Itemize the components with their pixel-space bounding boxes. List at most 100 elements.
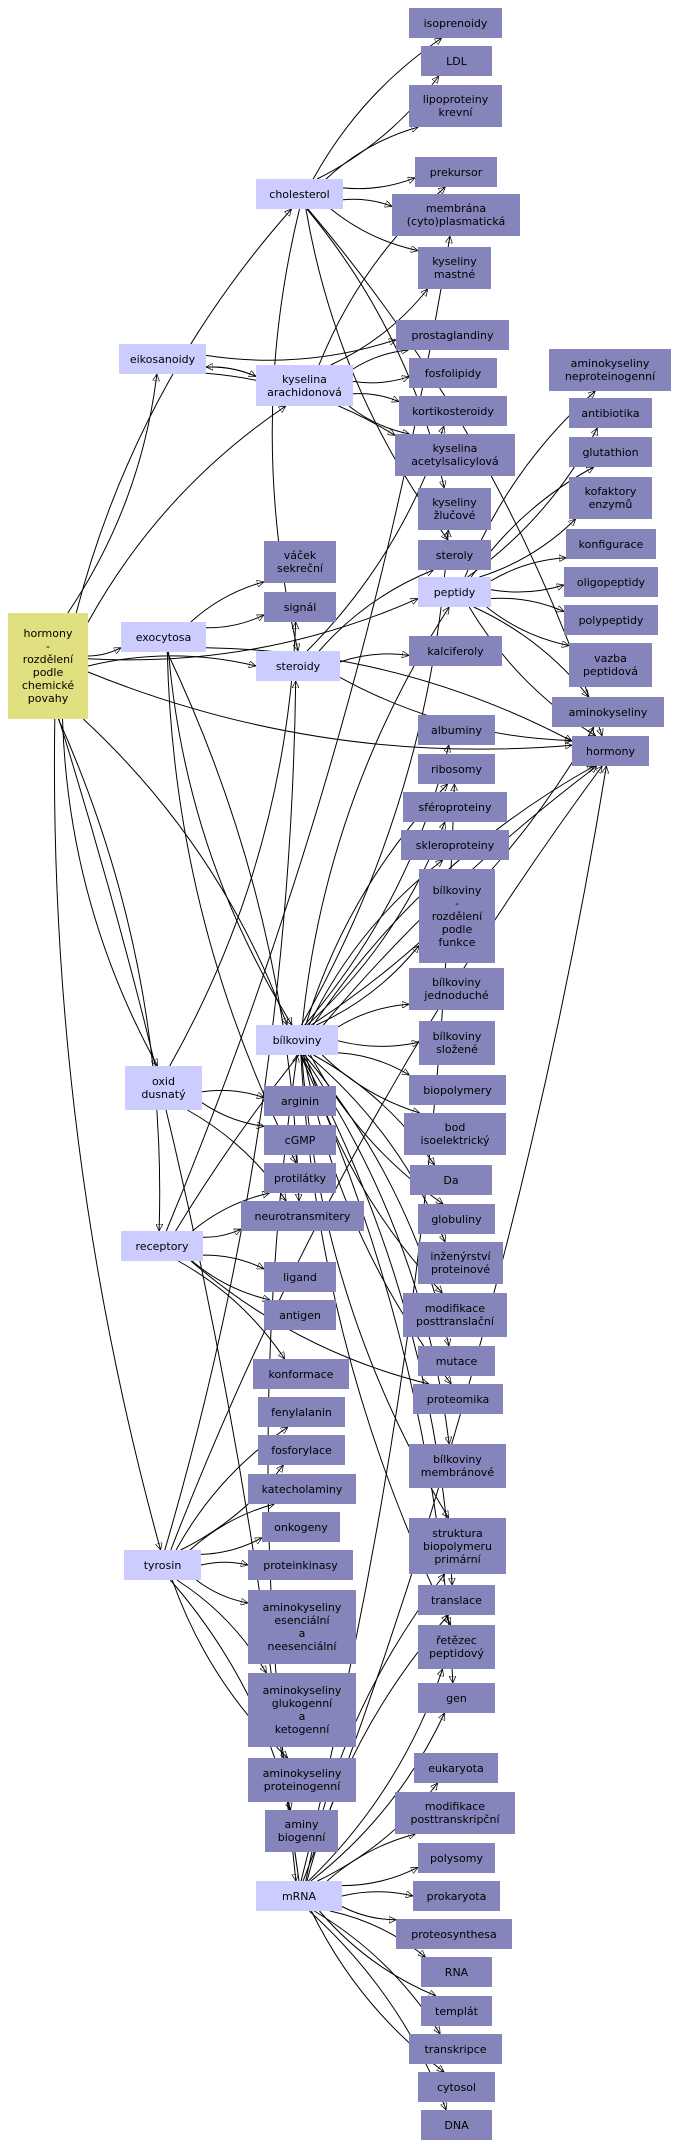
- node-hormony-rozdeleni[interactable]: hormony - rozdělení podle chemické povah…: [8, 613, 88, 719]
- node-steroly[interactable]: steroly: [418, 540, 491, 570]
- node-aminokyseliny[interactable]: aminokyseliny: [552, 697, 664, 727]
- node-translace[interactable]: translace: [418, 1585, 495, 1615]
- node-proteomika[interactable]: proteomika: [413, 1384, 503, 1414]
- node-arginin[interactable]: arginin: [264, 1086, 336, 1116]
- node-kyseliny-mastne[interactable]: kyseliny mastné: [418, 247, 491, 289]
- node-isoprenoidy[interactable]: isoprenoidy: [409, 8, 502, 38]
- node-aminokyseliny-esencialni[interactable]: aminokyseliny esenciální a neesenciální: [248, 1590, 356, 1664]
- node-bilkoviny-funkce[interactable]: bílkoviny - rozdělení podle funkce: [419, 869, 495, 963]
- node-aminokyseliny-proteinogenni[interactable]: aminokyseliny proteinogenní: [248, 1758, 356, 1802]
- node-kalciferoly[interactable]: kalciferoly: [409, 636, 502, 666]
- node-gen[interactable]: gen: [418, 1683, 495, 1713]
- node-kofaktory[interactable]: kofaktory enzymů: [569, 477, 652, 519]
- edge-kyselina-arachidonova-to-kyseliny-mastne: [330, 289, 428, 366]
- edge-mrna-to-gen: [310, 1713, 445, 1882]
- node-retezec[interactable]: řetězec peptidový: [418, 1625, 495, 1669]
- node-polysomy[interactable]: polysomy: [418, 1843, 495, 1873]
- edge-mrna-to-templat: [319, 1910, 437, 1996]
- node-fenylalanin[interactable]: fenylalanin: [258, 1397, 345, 1427]
- node-aminokyseliny-neprot[interactable]: aminokyseliny neproteinogenní: [549, 349, 671, 391]
- edge-exocytosa-to-bilkoviny: [168, 651, 293, 1025]
- node-vazba[interactable]: vazba peptidová: [569, 643, 652, 687]
- node-kyselina-acetylsalicylova[interactable]: kyselina acetylsalicylová: [395, 434, 515, 476]
- node-prokaryota[interactable]: prokaryota: [413, 1881, 500, 1911]
- node-albuminy[interactable]: albuminy: [418, 715, 495, 745]
- node-kyseliny-zlucove[interactable]: kyseliny žlučové: [418, 488, 491, 530]
- edge-mrna-to-rna: [329, 1910, 425, 1957]
- node-da[interactable]: Da: [410, 1165, 492, 1195]
- node-inzenyrstvi[interactable]: inženýrství proteinové: [418, 1242, 503, 1284]
- node-katecholaminy[interactable]: katecholaminy: [248, 1474, 356, 1504]
- node-kyselina-arachidonova[interactable]: kyselina arachidonová: [256, 365, 353, 406]
- node-antigen[interactable]: antigen: [264, 1300, 336, 1330]
- edge-cholesterol-to-lipoproteiny: [325, 127, 418, 180]
- node-bilkoviny[interactable]: bílkoviny: [256, 1025, 338, 1055]
- node-struktura[interactable]: struktura biopolymeru primární: [409, 1518, 506, 1574]
- node-ribosomy[interactable]: ribosomy: [418, 754, 495, 784]
- node-cytosol[interactable]: cytosol: [418, 2072, 495, 2102]
- node-biopolymery[interactable]: biopolymery: [409, 1075, 506, 1105]
- edge-kyselina-arachidonova-to-kortikosteroidy: [352, 393, 399, 402]
- node-proteinkinasy[interactable]: proteinkinasy: [248, 1550, 353, 1580]
- node-exocytosa[interactable]: exocytosa: [121, 622, 206, 652]
- node-bilkoviny-jednoduche[interactable]: bílkoviny jednoduché: [409, 968, 504, 1010]
- edge-kyselina-arachidonova-to-fosfolipidy: [352, 377, 409, 384]
- node-cgmp[interactable]: cGMP: [264, 1125, 336, 1155]
- node-peptidy[interactable]: peptidy: [418, 577, 491, 607]
- node-lipoproteiny[interactable]: lipoproteiny krevní: [409, 85, 502, 127]
- node-bilkoviny-membranove[interactable]: bílkoviny membránové: [409, 1444, 506, 1488]
- node-polypeptidy[interactable]: polypeptidy: [564, 605, 658, 635]
- node-neurotransmitery[interactable]: neurotransmitery: [241, 1201, 364, 1231]
- node-globuliny[interactable]: globuliny: [418, 1204, 495, 1234]
- node-cholesterol[interactable]: cholesterol: [256, 179, 343, 209]
- node-konfigurace[interactable]: konfigurace: [566, 529, 656, 559]
- node-mrna[interactable]: mRNA: [256, 1881, 342, 1911]
- node-sferoproteiny[interactable]: sféroproteiny: [403, 792, 507, 822]
- edge-receptory-to-ligand: [202, 1254, 264, 1270]
- node-steroidy[interactable]: steroidy: [256, 651, 340, 681]
- node-skleroproteiny[interactable]: skleroproteiny: [401, 830, 509, 860]
- edge-hormony-rozdeleni-to-tyrosin: [53, 718, 160, 1550]
- edge-cholesterol-to-kyseliny-mastne: [330, 208, 418, 251]
- node-bilkoviny-slozene[interactable]: bílkoviny složené: [419, 1021, 495, 1065]
- node-oligopeptidy[interactable]: oligopeptidy: [564, 567, 658, 597]
- node-membrana[interactable]: membrána (cyto)plasmatická: [392, 194, 520, 236]
- node-konformace[interactable]: konformace: [253, 1359, 349, 1389]
- edge-bilkoviny-to-bod: [321, 1054, 420, 1113]
- edge-cholesterol-to-membrana: [342, 198, 392, 206]
- node-rna[interactable]: RNA: [421, 1957, 492, 1987]
- node-kortikosteroidy[interactable]: kortikosteroidy: [399, 396, 507, 426]
- node-eukaryota[interactable]: eukaryota: [414, 1753, 498, 1783]
- node-eikosanoidy[interactable]: eikosanoidy: [119, 344, 206, 374]
- node-modifikace-posttranskripcni[interactable]: modifikace posttranskripční: [395, 1792, 515, 1834]
- node-aminokyseliny-glukogenni[interactable]: aminokyseliny glukogenní a ketogenní: [248, 1673, 356, 1747]
- node-ldl[interactable]: LDL: [421, 46, 492, 76]
- node-glutathion[interactable]: glutathion: [569, 437, 652, 467]
- edge-hormony-rozdeleni-to-receptory: [57, 718, 159, 1231]
- node-ligand[interactable]: ligand: [264, 1262, 336, 1292]
- node-receptory[interactable]: receptory: [121, 1231, 203, 1261]
- node-antibiotika[interactable]: antibiotika: [569, 398, 652, 428]
- node-modifikace-posttranslacni[interactable]: modifikace posttranslační: [403, 1293, 507, 1337]
- node-hormony[interactable]: hormony: [572, 736, 649, 766]
- node-vacek[interactable]: váček sekreční: [264, 541, 336, 583]
- node-signal[interactable]: signál: [264, 592, 336, 622]
- edge-receptory-to-hormony: [175, 766, 597, 1232]
- edge-exocytosa-to-signal: [205, 615, 264, 629]
- node-fosforylace[interactable]: fosforylace: [258, 1435, 345, 1465]
- node-bod[interactable]: bod isoelektrický: [404, 1113, 506, 1155]
- node-prekursor[interactable]: prekursor: [415, 157, 497, 187]
- node-proteosynthesa[interactable]: proteosynthesa: [396, 1919, 512, 1949]
- node-dna[interactable]: DNA: [421, 2110, 492, 2140]
- node-protilatky[interactable]: protilátky: [264, 1163, 336, 1193]
- node-onkogeny[interactable]: onkogeny: [262, 1512, 340, 1542]
- node-templat[interactable]: templát: [421, 1996, 492, 2026]
- node-oxid-dusnaty[interactable]: oxid dusnatý: [125, 1066, 202, 1110]
- node-mutace[interactable]: mutace: [418, 1346, 495, 1376]
- edge-mrna-to-proteosynthesa: [341, 1906, 396, 1920]
- node-transkripce[interactable]: transkripce: [409, 2034, 502, 2064]
- node-tyrosin[interactable]: tyrosin: [124, 1550, 201, 1580]
- node-aminy[interactable]: aminy biogenní: [265, 1810, 338, 1852]
- node-fosfolipidy[interactable]: fosfolipidy: [409, 358, 497, 388]
- node-prostaglandiny[interactable]: prostaglandiny: [396, 320, 509, 350]
